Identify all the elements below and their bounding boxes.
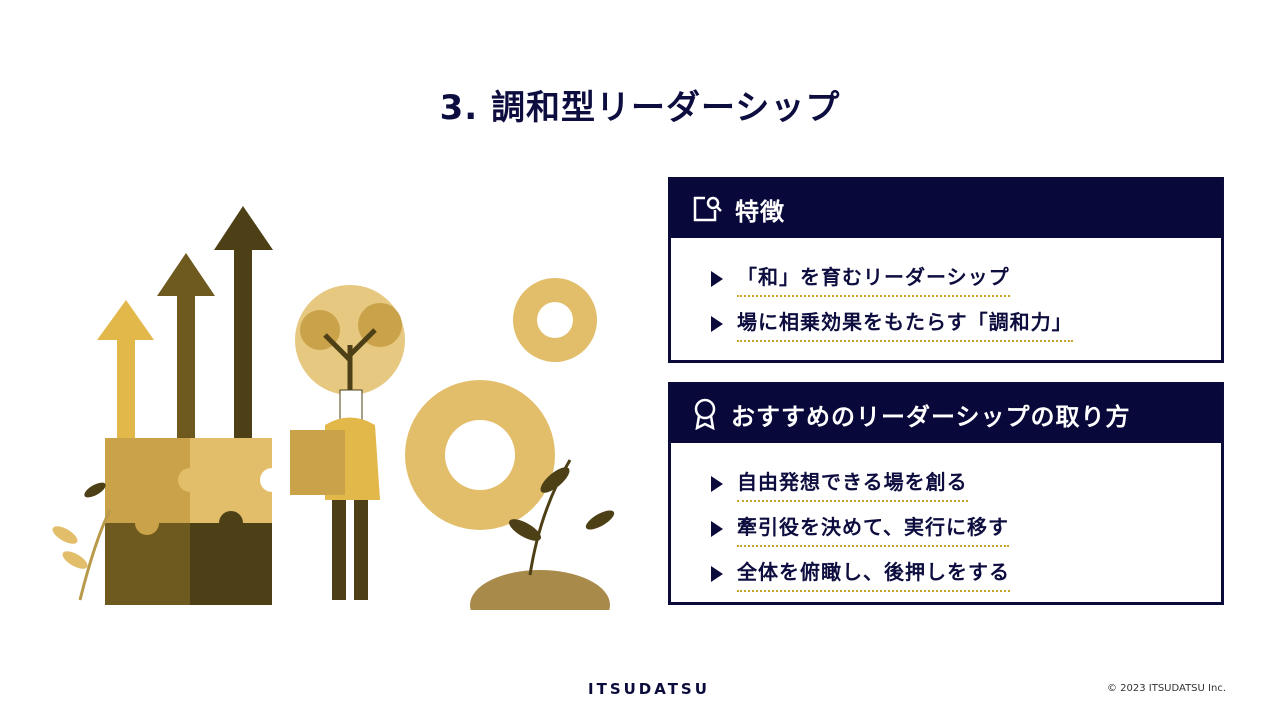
triangle-bullet-icon xyxy=(711,520,723,537)
teamwork-illustration xyxy=(40,190,640,640)
features-heading: 特徴 xyxy=(735,197,785,226)
recommend-header: おすすめのリーダーシップの取り方 xyxy=(671,385,1221,443)
company-logo: ITSUDATSU xyxy=(588,680,710,698)
triangle-bullet-icon xyxy=(711,565,723,582)
triangle-bullet-icon xyxy=(711,475,723,492)
item-text: 自由発想できる場を創る xyxy=(737,466,968,502)
edit-document-icon xyxy=(693,196,722,222)
list-item: 牽引役を決めて、実行に移す xyxy=(711,506,1221,551)
recommend-heading: おすすめのリーダーシップの取り方 xyxy=(731,402,1131,431)
triangle-bullet-icon xyxy=(711,315,723,332)
list-item: 全体を俯瞰し、後押しをする xyxy=(711,551,1221,596)
item-text: 場に相乗効果をもたらす「調和力」 xyxy=(737,306,1073,342)
item-text: 全体を俯瞰し、後押しをする xyxy=(737,556,1010,592)
copyright-text: © 2023 ITSUDATSU Inc. xyxy=(1106,683,1226,694)
features-header: 特徴 xyxy=(671,180,1221,238)
list-item: 場に相乗効果をもたらす「調和力」 xyxy=(711,301,1221,346)
item-text: 「和」を育むリーダーシップ xyxy=(737,261,1010,297)
slide-title: 3. 調和型リーダーシップ xyxy=(439,88,841,128)
award-ribbon-icon xyxy=(694,398,716,430)
recommend-card: おすすめのリーダーシップの取り方 自由発想できる場を創る 牽引役を決めて、実行に… xyxy=(668,382,1224,605)
list-item: 自由発想できる場を創る xyxy=(711,461,1221,506)
item-text: 牽引役を決めて、実行に移す xyxy=(737,511,1009,547)
features-card: 特徴 「和」を育むリーダーシップ 場に相乗効果をもたらす「調和力」 xyxy=(668,177,1224,363)
list-item: 「和」を育むリーダーシップ xyxy=(711,256,1221,301)
triangle-bullet-icon xyxy=(711,270,723,287)
